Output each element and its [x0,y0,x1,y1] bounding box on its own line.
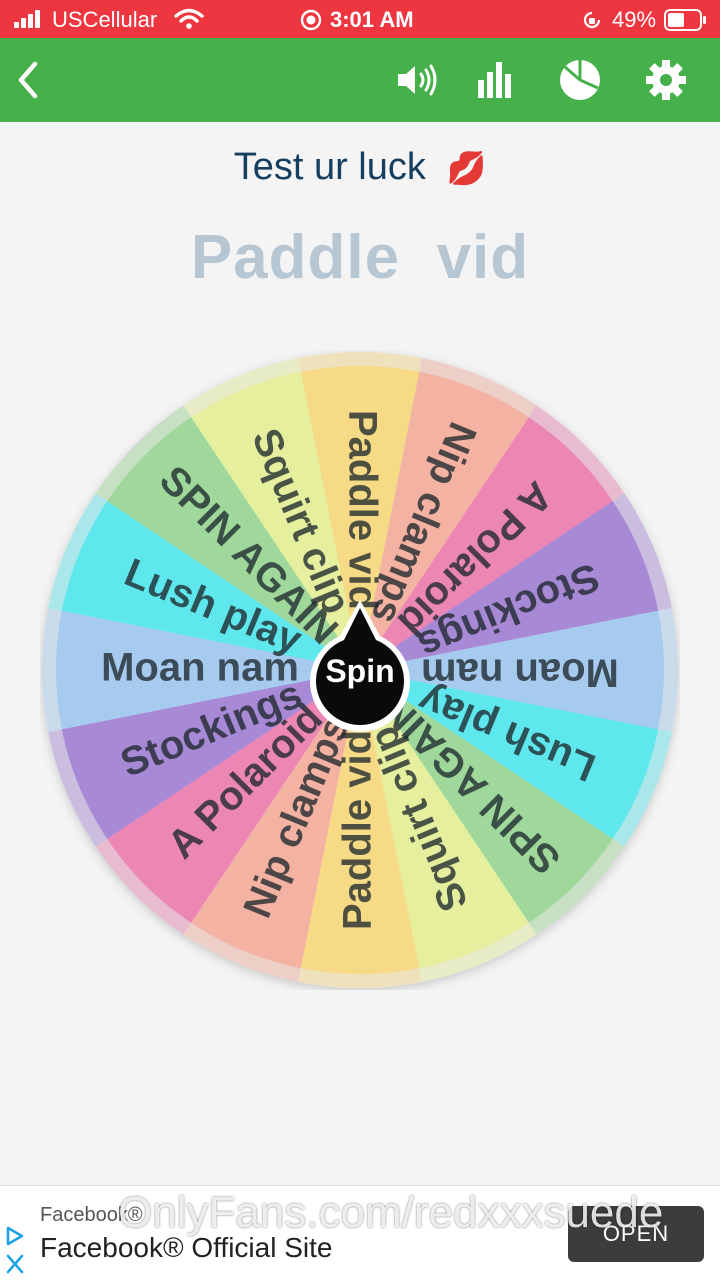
result-text: Paddle vid [190,223,530,292]
wheel-segment [56,610,361,730]
wheel-segment [360,417,613,670]
screen-record-icon [300,9,322,31]
bar-chart-icon [478,62,511,98]
carrier-label: USCellular [52,7,158,32]
wheel-segment [360,670,529,969]
wheel-segment-label: Paddle vid [340,410,384,610]
speaker-icon [398,64,437,96]
status-bar: USCellular 3:01 AM 49% [0,0,720,38]
ad-open-button[interactable]: OPEN [568,1206,704,1262]
lips-emoji: 💋 [446,150,487,186]
battery-icon [664,9,706,31]
toolbar [0,38,720,122]
back-button[interactable] [0,52,56,108]
wheel-segment [191,670,360,969]
wheel-segment-label: Moan nam [101,646,299,690]
wheel-segment [360,610,664,730]
wheel-segment [360,371,529,670]
ad-banner[interactable]: Facebook® Facebook® Official Site OPEN [0,1185,720,1282]
wheel-segment [360,670,613,923]
wifi-icon [174,8,204,29]
wheel-segment-label: Moan nam [421,650,619,694]
wheel-segment [360,501,659,670]
signal-icon [14,10,44,28]
settings-button[interactable] [638,52,694,108]
stats-button[interactable] [468,52,524,108]
wheel-slices [56,366,664,974]
ad-source: Facebook® [40,1204,143,1226]
orientation-lock-icon [583,11,601,29]
wheel-segment [300,670,420,974]
ad-title[interactable]: Facebook® Official Site [40,1232,333,1263]
spin-label: Spin [325,653,394,689]
page-title: Test ur luck 💋 [0,146,720,189]
wheel-segment [61,501,360,670]
battery-percent: 49% [612,7,657,32]
wheel-segment [107,417,360,670]
ad-choices-icon[interactable] [4,1224,26,1276]
wheel-segment [61,670,360,839]
title-text: Test ur luck [233,146,426,188]
wheel-segment [300,366,420,670]
spin-button[interactable]: Spin [309,600,410,732]
wheel-segment [360,670,659,839]
results-button[interactable] [552,52,608,108]
clock: 3:01 AM [330,7,414,32]
chevron-left-icon [18,61,38,99]
watermark: OnlyFans.com/redxxxsuede [118,1188,664,1237]
wheel-segment [191,371,360,670]
wheel-segment [107,670,360,923]
wheel-segment-label: Paddle vid [336,730,380,930]
gear-icon [646,60,686,100]
pie-chart-icon [560,60,600,100]
sound-button[interactable] [388,52,444,108]
